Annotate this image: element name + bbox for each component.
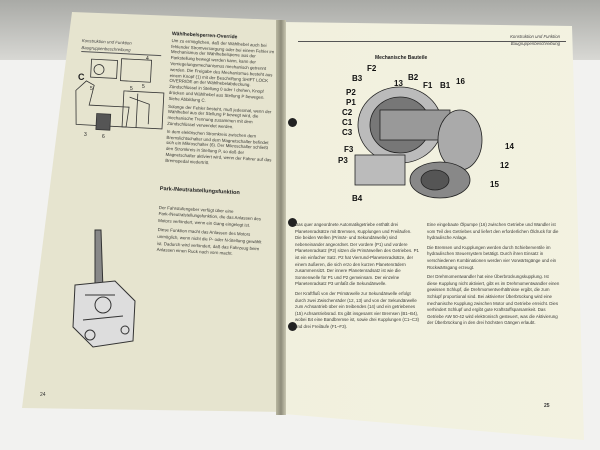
component-label: P2 [346, 88, 356, 97]
override-section: Wählhebelsperren-Override Um zu ermöglic… [165, 31, 278, 169]
component-label: P1 [346, 98, 356, 107]
paragraph: Die Bremsen und Kupplungen werden durch … [427, 244, 557, 270]
figure-label: C [78, 72, 85, 82]
paragraph: Der Drehmomentwandler hat eine Überbrück… [427, 274, 560, 326]
paragraph: Solange der Fehler besteht, muß jedesmal… [167, 103, 272, 130]
paragraph: Eine eingebaute Ölpumpe (16) zwischen Ge… [427, 222, 559, 241]
figure-label: 3 [84, 132, 87, 138]
right-column-2: Eine eingebaute Ölpumpe (16) zwischen Ge… [427, 222, 560, 327]
header-line: Baugruppenbeschreibung [510, 40, 560, 46]
right-header: Konstruktion und Funktion Baugruppenbesc… [460, 34, 560, 47]
paragraph: Das quer angeordnete Automatikgetriebe e… [295, 222, 419, 287]
header-line: Konstruktion und Funktion [510, 34, 560, 39]
component-label: 14 [505, 142, 514, 151]
component-label: B3 [352, 74, 363, 83]
park-neutral-section: Park-/Neutralstellungsfunktion Der Fahrs… [156, 186, 267, 259]
figure-label: 5 [90, 86, 93, 92]
right-column-1: Das quer angeordnete Automatikgetriebe e… [295, 222, 419, 331]
component-label: 12 [500, 161, 509, 170]
component-label: F3 [344, 145, 354, 154]
gear-selector-figure [72, 229, 136, 348]
component-label: C2 [342, 108, 353, 117]
component-label: 16 [456, 77, 465, 86]
binding-hole [288, 218, 297, 227]
component-label: F1 [423, 81, 433, 90]
transmission-cutaway-figure [354, 86, 483, 199]
component-label: B4 [352, 194, 363, 203]
paragraph: Der Fahrstufengeber verfügt über eine Pa… [158, 204, 262, 228]
component-label: B1 [440, 81, 451, 90]
figure-label: 4 [146, 56, 149, 62]
component-label: 15 [490, 180, 499, 189]
figure-label: 6 [102, 134, 105, 140]
page-number: 25 [544, 403, 550, 409]
paragraph: In dem elektrischen Stromkreis zwischen … [165, 128, 272, 165]
paragraph: Um zu ermöglichen, daß der Wählhebel auc… [168, 37, 275, 103]
binding-hole [288, 322, 297, 331]
shift-lock-figure: C 4 5 3 6 5 5 [75, 56, 165, 140]
paragraph: Diese Funktion macht das Anlassen des Mo… [156, 227, 262, 257]
figure-title: Mechanische Bauteile [375, 55, 428, 61]
component-label: P3 [338, 156, 348, 165]
component-label: B2 [408, 73, 419, 82]
component-label: F2 [367, 64, 377, 73]
page-number: 24 [40, 392, 46, 398]
component-label: 13 [394, 79, 403, 88]
binding-hole [288, 118, 297, 127]
figure-label: 5 [130, 86, 133, 92]
book-gutter [276, 20, 286, 415]
header-rule [298, 41, 566, 42]
paragraph: Der Kraftfluß von der Primärwelle zur Se… [295, 290, 419, 329]
component-label: C3 [342, 128, 353, 137]
component-label: C1 [342, 118, 353, 127]
figure-label: 5 [142, 84, 145, 90]
